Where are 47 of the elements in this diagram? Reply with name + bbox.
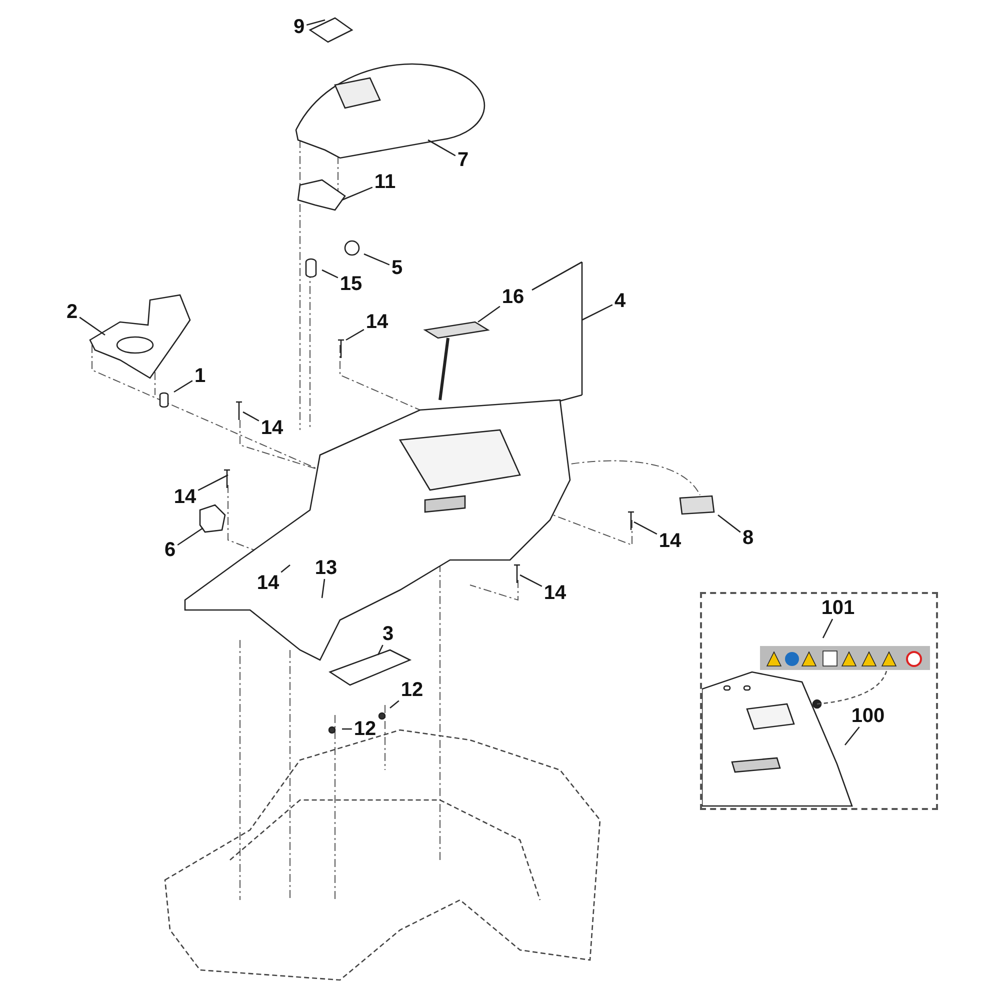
leader-line [177, 527, 204, 546]
callout-number: 16 [502, 287, 524, 307]
callout-number: 7 [457, 150, 469, 170]
leader-line [844, 726, 860, 746]
callout-number: 11 [374, 172, 396, 192]
callout-number: 1 [194, 366, 206, 386]
leader-line [174, 380, 193, 393]
leader-line [520, 574, 542, 587]
leader-line [306, 19, 326, 26]
callout-number: 9 [293, 17, 305, 37]
leader-line [822, 618, 834, 638]
leader-line [79, 316, 106, 336]
callout-number: 14 [174, 487, 196, 507]
callout-number: 5 [391, 258, 403, 278]
callout-number: 13 [314, 558, 338, 578]
callout-number: 101 [821, 598, 855, 618]
leader-line [478, 306, 500, 323]
callout-number: 14 [366, 312, 388, 332]
detail-inset-frame [700, 592, 938, 810]
leader-line [634, 521, 658, 535]
leader-line [342, 728, 352, 730]
callout-number: 14 [544, 583, 566, 603]
callout-number: 8 [742, 528, 754, 548]
leader-line [428, 139, 456, 156]
callout-number: 12 [354, 719, 376, 739]
leader-line [390, 700, 400, 708]
leader-line [242, 411, 260, 422]
leader-line [322, 269, 338, 278]
callout-number: 12 [400, 680, 424, 700]
callout-number: 14 [658, 531, 682, 551]
callout-number: 6 [164, 540, 176, 560]
callout-number: 14 [260, 418, 284, 438]
leader-line [718, 514, 741, 533]
leader-line [198, 474, 228, 491]
leader-line [582, 304, 613, 321]
callout-number: 15 [340, 274, 362, 294]
leader-line [346, 329, 364, 341]
leader-line [377, 644, 384, 656]
callout-number: 2 [66, 302, 78, 322]
callout-number: 100 [851, 706, 885, 726]
callout-number: 4 [614, 291, 626, 311]
leader-line [364, 253, 390, 266]
leader-line [342, 186, 373, 201]
callout-number: 3 [382, 624, 394, 644]
leader-line [321, 578, 326, 598]
leader-line [280, 564, 290, 573]
callout-number: 14 [256, 573, 280, 593]
